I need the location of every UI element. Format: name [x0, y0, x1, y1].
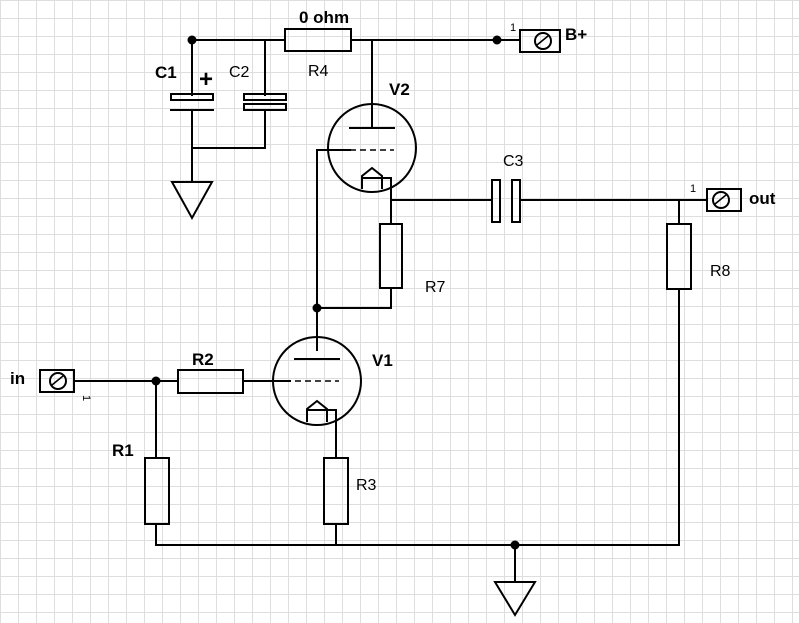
c2-label: C2 — [229, 64, 250, 81]
r2-label: R2 — [192, 350, 214, 369]
junction-dot — [312, 303, 322, 313]
resistor-r8[interactable] — [666, 223, 692, 290]
capacitor-c1[interactable] — [170, 93, 214, 111]
r4-label: R4 — [308, 63, 329, 80]
resistor-r1[interactable] — [144, 457, 170, 525]
resistor-r7[interactable] — [379, 223, 403, 289]
connector-in[interactable] — [39, 369, 75, 393]
bplus-label: B+ — [565, 25, 587, 44]
r4-value-label: 0 ohm — [299, 8, 349, 27]
wires — [73, 39, 708, 583]
r1-label: R1 — [112, 441, 134, 460]
resistor-r4[interactable] — [284, 28, 352, 52]
resistor-r3[interactable] — [323, 457, 349, 525]
out-label: out — [749, 189, 776, 208]
ground-symbol-main — [493, 581, 537, 617]
out-pin-number: 1 — [690, 183, 696, 195]
bplus-pin-number: 1 — [510, 22, 516, 34]
connector-out[interactable] — [706, 188, 742, 212]
c1-polarity-mark: + — [199, 66, 213, 93]
v1-label: V1 — [372, 351, 393, 370]
tube-v2[interactable] — [327, 103, 417, 193]
resistor-r2[interactable] — [177, 369, 244, 394]
in-label: in — [10, 369, 25, 388]
junction-dot — [510, 540, 520, 550]
r7-label: R7 — [425, 279, 446, 296]
capacitor-c2[interactable] — [243, 93, 287, 111]
connector-bplus[interactable] — [519, 29, 561, 53]
junction-dot — [187, 35, 197, 45]
c1-label: C1 — [155, 63, 177, 82]
r3-label: R3 — [356, 477, 377, 494]
junctions — [151, 35, 520, 550]
in-pin-number: 1 — [80, 395, 92, 401]
c3-label: C3 — [503, 153, 524, 170]
tube-v1[interactable] — [272, 336, 362, 426]
v2-label: V2 — [389, 80, 410, 99]
junction-dot — [151, 376, 161, 386]
r8-label: R8 — [710, 263, 731, 280]
junction-dot — [492, 35, 502, 45]
ground-symbol-c1 — [170, 181, 214, 221]
capacitor-c3[interactable] — [491, 179, 521, 223]
